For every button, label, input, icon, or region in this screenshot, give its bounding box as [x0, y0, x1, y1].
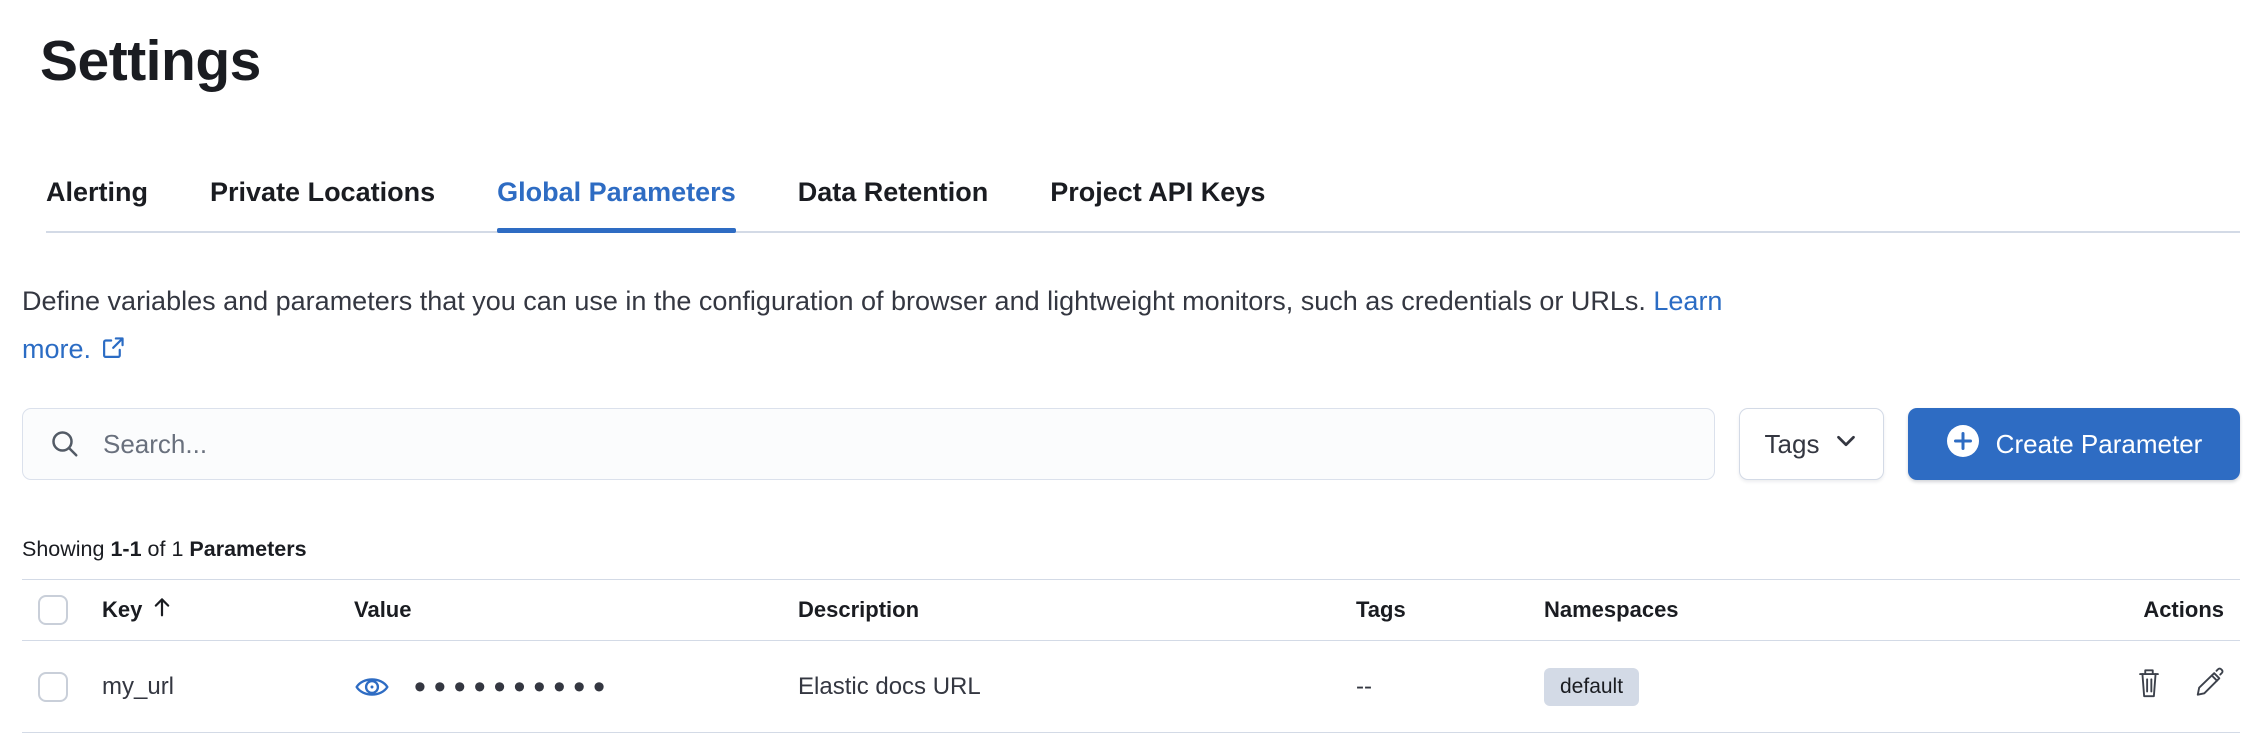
row-checkbox[interactable] [38, 671, 68, 702]
parameters-table: Key Value Description Tags Namespaces Ac… [22, 579, 2240, 733]
create-parameter-button[interactable]: Create Parameter [1908, 408, 2240, 480]
column-header-tags: Tags [1356, 597, 1406, 622]
tab-alerting[interactable]: Alerting [46, 177, 149, 207]
table-header-row: Key Value Description Tags Namespaces Ac… [22, 579, 2240, 641]
page-description: Define variables and parameters that you… [22, 277, 2240, 375]
external-link-icon [101, 327, 126, 375]
namespace-badge: default [1544, 667, 1640, 706]
select-all-checkbox[interactable] [38, 595, 68, 625]
summary-range: 1-1 [110, 537, 142, 561]
param-description-cell: Elastic docs URL [798, 672, 981, 700]
summary-entity: Parameters [189, 537, 307, 561]
settings-page: Settings Alerting Private Locations Glob… [0, 26, 2262, 733]
search-input[interactable] [22, 408, 1715, 480]
reveal-value-eye-icon[interactable] [354, 673, 390, 701]
tags-filter-button[interactable]: Tags [1739, 408, 1884, 480]
results-summary: Showing 1-1 of 1 Parameters [22, 537, 307, 561]
column-header-key[interactable]: Key [84, 580, 336, 641]
tab-data-retention[interactable]: Data Retention [797, 177, 989, 207]
tab-private-locations[interactable]: Private Locations [210, 177, 436, 207]
param-key-cell: my_url [102, 672, 175, 700]
search-field-wrap [22, 408, 1715, 480]
column-header-actions: Actions [2143, 597, 2224, 622]
page-title: Settings [40, 29, 261, 93]
tab-project-api-keys[interactable]: Project API Keys [1050, 177, 1266, 207]
tab-global-parameters[interactable]: Global Parameters [497, 175, 736, 233]
parameters-toolbar: Tags Create Parameter [22, 408, 2240, 480]
table-row: my_url •••••••••• Elastic docs URL -- de… [22, 641, 2240, 733]
column-header-namespaces: Namespaces [1544, 597, 1679, 622]
column-header-value: Value [354, 597, 412, 622]
summary-total: 1 [171, 537, 184, 561]
delete-parameter-button[interactable] [2134, 667, 2164, 699]
chevron-down-icon [1834, 429, 1858, 460]
masked-value: •••••••••• [414, 667, 614, 706]
column-header-description: Description [798, 597, 920, 622]
param-value-cell: •••••••••• [354, 667, 780, 706]
settings-tabs: Alerting Private Locations Global Parame… [46, 175, 2240, 233]
edit-parameter-button[interactable] [2194, 667, 2224, 699]
description-text: Define variables and parameters that you… [22, 286, 1646, 316]
sort-ascending-icon [151, 596, 173, 624]
row-actions [2134, 667, 2224, 699]
plus-in-circle-icon [1946, 424, 1980, 465]
search-icon [50, 429, 80, 464]
param-tags-cell: -- [1356, 672, 1372, 700]
